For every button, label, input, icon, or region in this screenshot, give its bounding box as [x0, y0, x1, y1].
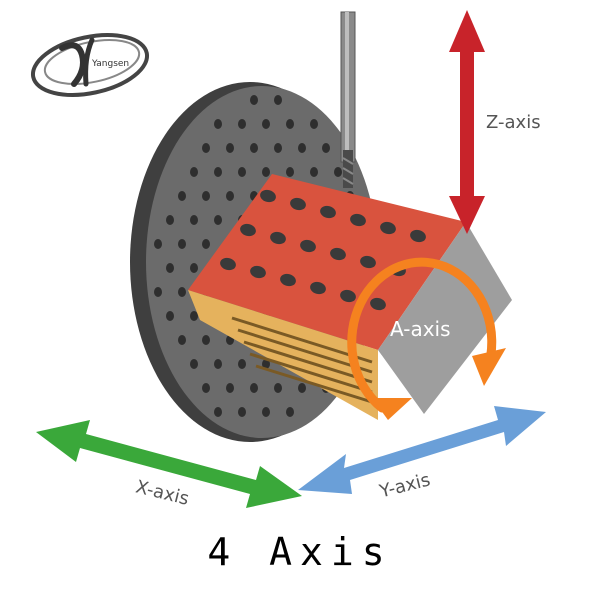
- logo: Yangsen: [30, 33, 150, 97]
- x-axis-label: X-axis: [134, 476, 191, 509]
- logo-text: Yangsen: [91, 59, 129, 69]
- diagram-caption: 4 Axis: [207, 530, 393, 574]
- workpiece-block: [188, 174, 512, 420]
- a-axis-label: A-axis: [390, 317, 451, 341]
- y-axis-label: Y-axis: [377, 469, 433, 502]
- a-axis-arrow: [347, 257, 506, 420]
- x-axis-arrow: [36, 420, 302, 508]
- z-axis-arrow: [449, 10, 485, 234]
- spindle-tool: [340, 11, 356, 188]
- y-axis-arrow: [298, 406, 546, 494]
- z-axis-label: Z-axis: [486, 112, 541, 133]
